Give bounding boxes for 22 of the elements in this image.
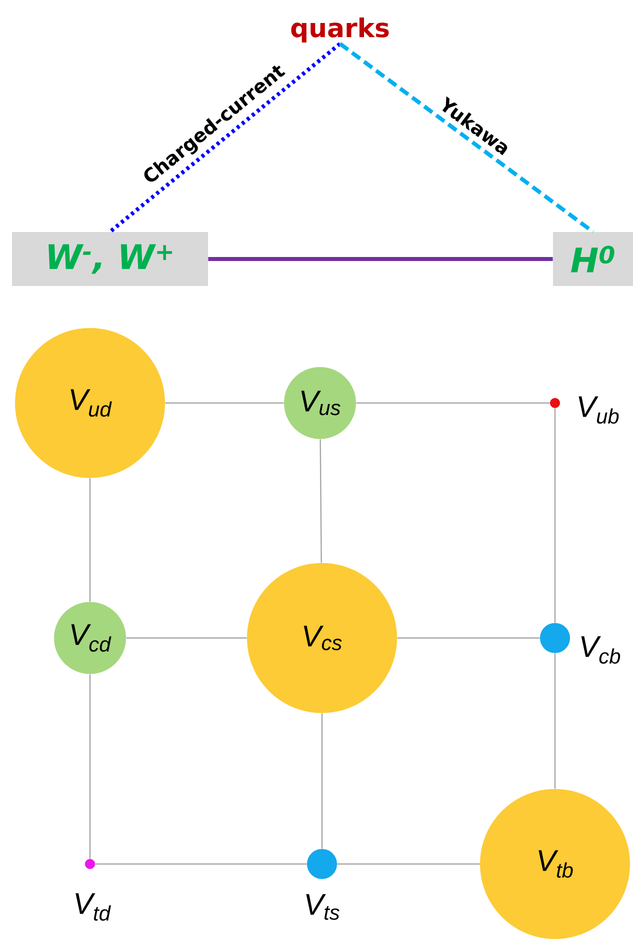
node-label: quarks	[291, 17, 389, 43]
connector-line	[320, 439, 322, 563]
connector-line	[337, 863, 480, 865]
connector-line	[89, 674, 91, 859]
connector-line	[356, 402, 550, 404]
matrix-element-label: V$_{ts}$	[306, 894, 340, 920]
connector-line	[108, 42, 342, 234]
connector-line	[397, 637, 540, 639]
connector-line	[554, 408, 556, 623]
particle-box: W$^{-}$, W$^{+}$	[12, 232, 208, 286]
matrix-element-label: V$_{td}$	[76, 893, 111, 921]
connector-line	[321, 713, 323, 849]
connector-line	[338, 42, 594, 234]
matrix-element-label: V$_{cb}$	[581, 636, 620, 664]
connector-line	[208, 257, 553, 261]
particle-box: H$^{0}$	[553, 232, 633, 286]
connector-line	[165, 402, 284, 404]
matrix-element-label: V$_{ub}$	[578, 396, 619, 424]
connector-line	[126, 637, 247, 639]
connector-line	[554, 653, 556, 789]
connector-line	[95, 863, 307, 865]
connector-line	[89, 478, 91, 602]
